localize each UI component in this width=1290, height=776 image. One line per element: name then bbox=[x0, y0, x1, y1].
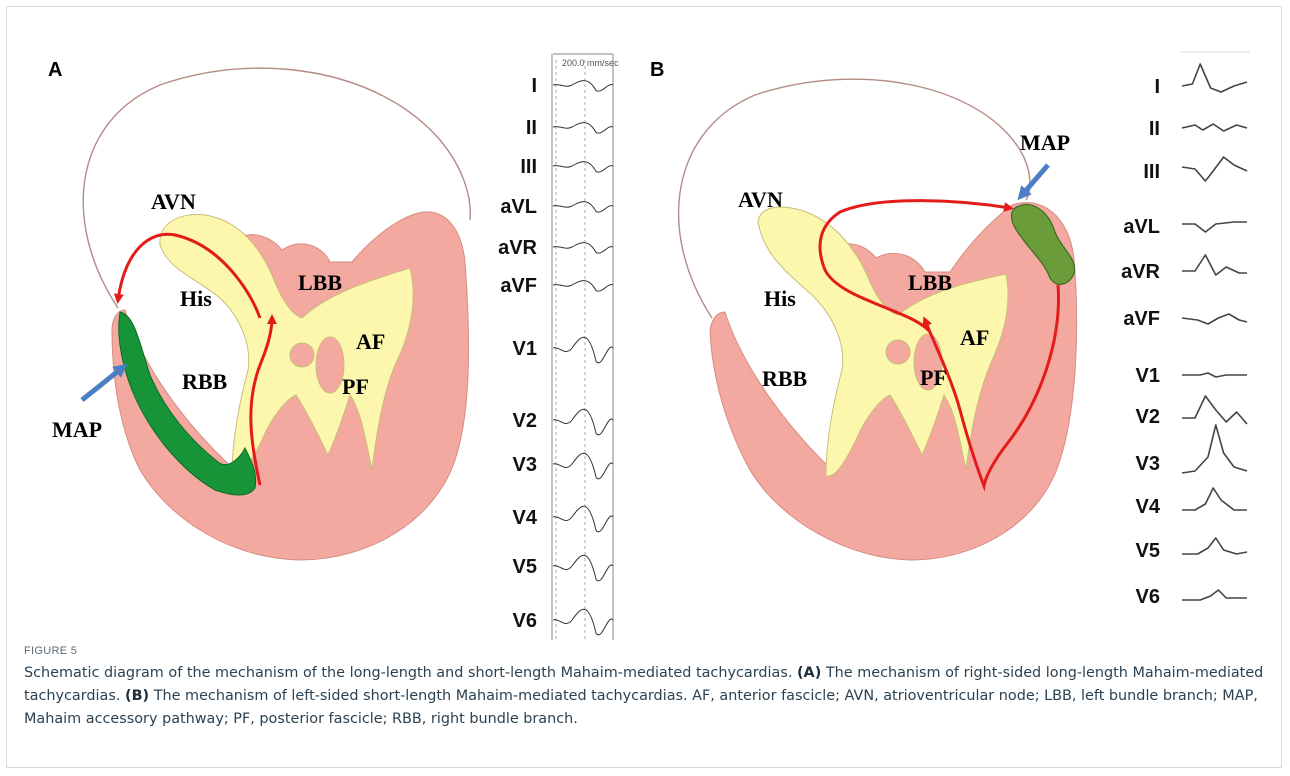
panel-b-ecg-traces bbox=[1182, 64, 1247, 600]
panel-a-lead-label-iii: III bbox=[520, 156, 537, 178]
panel-a-label-lbb: LBB bbox=[298, 270, 342, 295]
panel-b-lead-label-v3: V3 bbox=[1136, 453, 1160, 475]
caption-b-tag: (B) bbox=[125, 688, 149, 704]
panel-b-label-af: AF bbox=[960, 325, 989, 350]
panel-a-trace-v1 bbox=[553, 337, 613, 363]
panel-b-map-pointer-arrow bbox=[1022, 165, 1048, 195]
panel-a-ecg-traces bbox=[553, 81, 613, 635]
panel-a-label-avn: AVN bbox=[151, 189, 196, 214]
ecg-scale-label: 200.0 mm/sec bbox=[562, 58, 619, 68]
panel-b-trace-avl bbox=[1182, 222, 1247, 232]
panel-b-letter: B bbox=[650, 59, 664, 81]
panel-b-trace-avf bbox=[1182, 314, 1247, 324]
panel-b-lead-label-v1: V1 bbox=[1136, 365, 1160, 387]
panel-b-trace-v3 bbox=[1182, 425, 1247, 473]
panel-a-lead-label-ii: II bbox=[526, 117, 537, 139]
panel-b-lead-label-i: I bbox=[1154, 76, 1160, 98]
panel-a: A AVN His LBB AF RBB PF MAP 200.0 mm/s bbox=[48, 54, 619, 640]
panel-a-trace-ii bbox=[553, 123, 613, 133]
panel-b-trace-avr bbox=[1182, 255, 1247, 275]
panel-b-trace-ii bbox=[1182, 124, 1247, 131]
panel-a-lead-label-v4: V4 bbox=[513, 507, 538, 529]
panel-a-lead-label-v3: V3 bbox=[513, 454, 537, 476]
panel-b-lead-label-v4: V4 bbox=[1136, 496, 1161, 518]
panel-b-trace-v5 bbox=[1182, 538, 1247, 554]
panel-b: B AVN His LBB AF RBB PF MAP IIIIIIaVLaVR… bbox=[650, 52, 1250, 608]
panel-a-lead-label-v5: V5 bbox=[513, 556, 537, 578]
panel-b-label-pf: PF bbox=[920, 365, 947, 390]
panel-b-lead-label-avf: aVF bbox=[1123, 308, 1160, 330]
panel-a-lead-label-i: I bbox=[531, 75, 537, 97]
panel-a-label-af: AF bbox=[356, 329, 385, 354]
figure-caption: Schematic diagram of the mechanism of th… bbox=[24, 662, 1264, 731]
panel-b-lead-label-avl: aVL bbox=[1123, 216, 1160, 238]
panel-a-trace-v4 bbox=[553, 506, 613, 532]
panel-a-lead-label-v6: V6 bbox=[513, 610, 537, 632]
panel-a-trace-avl bbox=[553, 202, 613, 212]
panel-a-trace-avf bbox=[553, 281, 613, 291]
figure-label: FIGURE 5 bbox=[24, 645, 77, 657]
panel-a-lead-label-avl: aVL bbox=[500, 196, 537, 218]
panel-b-label-map: MAP bbox=[1020, 130, 1070, 155]
panel-b-lead-label-ii: II bbox=[1149, 118, 1160, 140]
panel-b-label-lbb: LBB bbox=[908, 270, 952, 295]
panel-b-label-avn: AVN bbox=[738, 187, 783, 212]
panel-b-trace-v4 bbox=[1182, 488, 1247, 510]
panel-b-lead-label-v5: V5 bbox=[1136, 540, 1160, 562]
panel-a-trace-i bbox=[553, 81, 613, 91]
panel-b-trace-iii bbox=[1182, 157, 1247, 181]
panel-a-fascicle-gap bbox=[316, 337, 344, 393]
panel-b-label-rbb: RBB bbox=[762, 366, 808, 391]
caption-a-tag: (A) bbox=[797, 665, 821, 681]
figure-5-diagram: A AVN His LBB AF RBB PF MAP 200.0 mm/s bbox=[0, 0, 1290, 640]
panel-a-trace-iii bbox=[553, 162, 613, 172]
panel-a-lead-label-avf: aVF bbox=[500, 275, 537, 297]
panel-a-lead-label-v2: V2 bbox=[513, 410, 537, 432]
panel-b-trace-v1 bbox=[1182, 373, 1247, 377]
panel-a-label-map: MAP bbox=[52, 417, 102, 442]
panel-b-lead-label-v2: V2 bbox=[1136, 406, 1160, 428]
panel-b-label-his: His bbox=[764, 286, 796, 311]
panel-b-septal-gap bbox=[886, 340, 910, 364]
panel-a-lead-label-v1: V1 bbox=[513, 338, 537, 360]
panel-b-trace-v6 bbox=[1182, 590, 1247, 600]
panel-a-trace-avr bbox=[553, 243, 613, 253]
panel-b-lead-label-avr: aVR bbox=[1121, 261, 1160, 283]
panel-a-septal-gap bbox=[290, 343, 314, 367]
panel-b-lead-label-iii: III bbox=[1143, 161, 1160, 183]
panel-a-trace-v2 bbox=[553, 409, 613, 435]
panel-a-trace-v3 bbox=[553, 453, 613, 479]
panel-a-trace-v5 bbox=[553, 555, 613, 581]
panel-a-lead-label-avr: aVR bbox=[498, 237, 537, 259]
caption-intro: Schematic diagram of the mechanism of th… bbox=[24, 665, 797, 681]
panel-b-trace-v2 bbox=[1182, 396, 1247, 424]
panel-a-trace-v6 bbox=[553, 609, 613, 635]
caption-b-text: The mechanism of left-sided short-length… bbox=[24, 688, 1258, 727]
panel-b-trace-i bbox=[1182, 64, 1247, 92]
panel-a-label-pf: PF bbox=[342, 374, 369, 399]
panel-a-label-his: His bbox=[180, 286, 212, 311]
panel-a-label-rbb: RBB bbox=[182, 369, 228, 394]
panel-b-lead-label-v6: V6 bbox=[1136, 586, 1160, 608]
panel-a-letter: A bbox=[48, 59, 62, 81]
